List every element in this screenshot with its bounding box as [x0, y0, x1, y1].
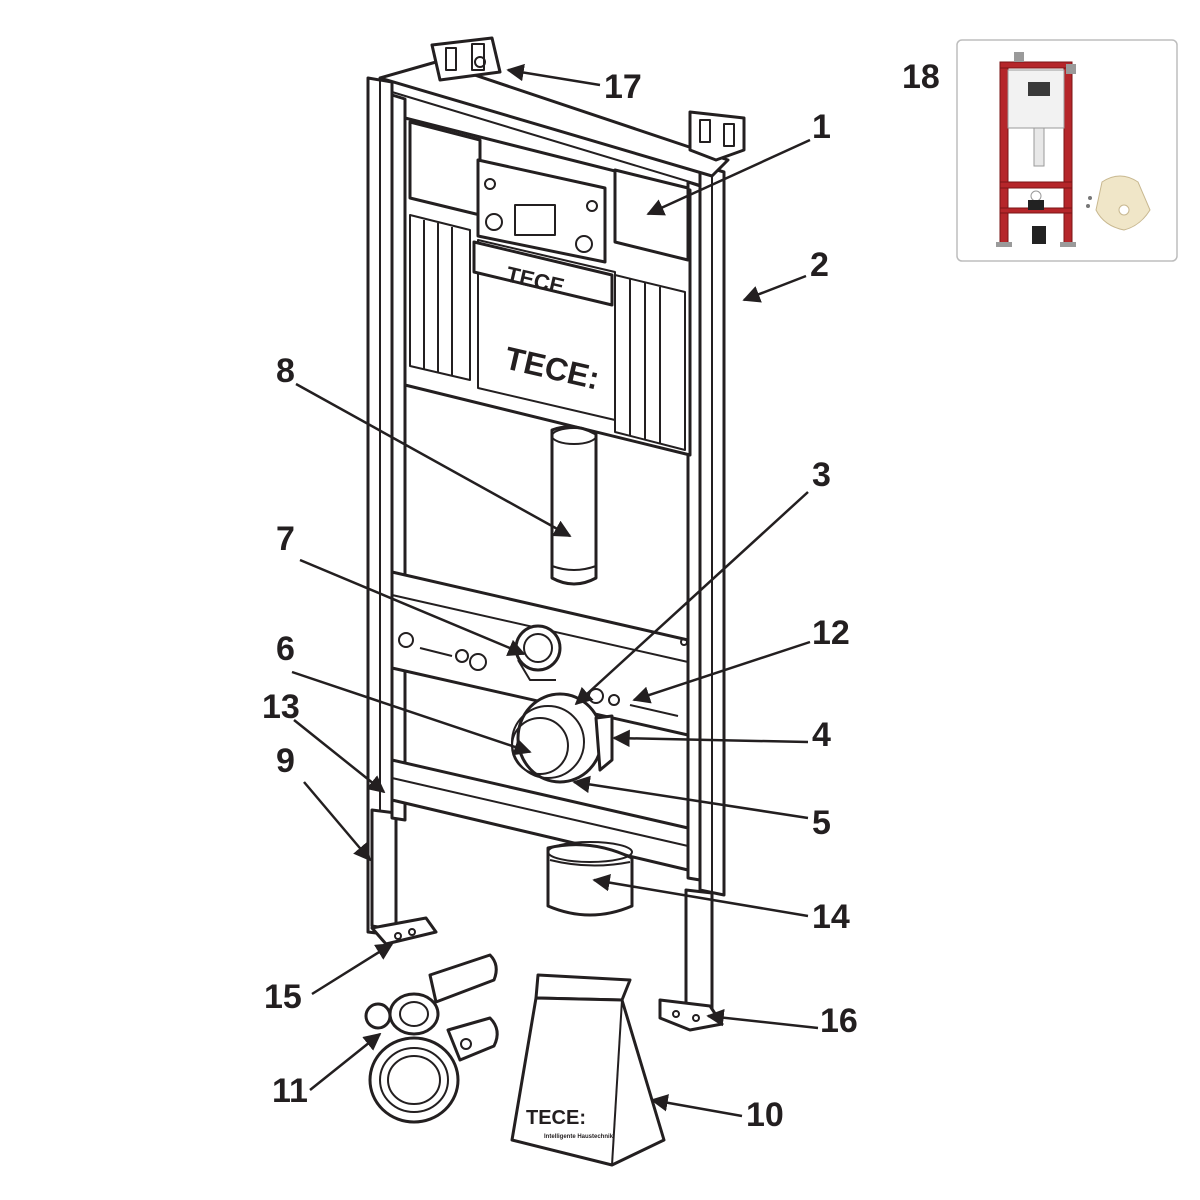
- callout-17: 17: [604, 68, 642, 106]
- foot-bracket-left: [370, 916, 438, 946]
- callout-2: 2: [810, 246, 829, 284]
- waste-elbow: [546, 841, 634, 917]
- flush-pipe: [550, 425, 598, 586]
- callout-10: 10: [746, 1096, 784, 1134]
- installation-frame: [366, 60, 730, 1027]
- callout-14: 14: [812, 898, 850, 936]
- top-wall-bracket-right: [688, 110, 746, 162]
- callout-16: 16: [820, 1002, 858, 1040]
- callout-1: 1: [812, 108, 831, 146]
- variant-thumbnail: [956, 39, 1178, 262]
- lower-cross-rail: [390, 758, 690, 872]
- callout-9: 9: [276, 742, 295, 780]
- callout-6: 6: [276, 630, 295, 668]
- callout-12: 12: [812, 614, 850, 652]
- flush-actuator-opening: [476, 158, 607, 264]
- bag-logo: TECE:: [526, 1107, 586, 1129]
- waste-connector: [511, 692, 614, 784]
- callout-3: 3: [812, 456, 831, 494]
- connection-fittings: [364, 953, 499, 1124]
- accessory-bag: TECE: Intelligente Haustechnik: [510, 973, 666, 1167]
- callout-13: 13: [262, 688, 300, 726]
- callout-11: 11: [272, 1072, 308, 1110]
- callout-8: 8: [276, 352, 295, 390]
- bag-tagline: Intelligente Haustechnik: [544, 1134, 614, 1140]
- callout-5: 5: [812, 804, 831, 842]
- top-wall-bracket-left: [430, 36, 502, 82]
- leader-lines: [291, 63, 819, 1118]
- callout-7: 7: [276, 520, 295, 558]
- callout-4: 4: [812, 716, 831, 754]
- callout-18: 18: [902, 58, 940, 96]
- callout-15: 15: [264, 978, 302, 1016]
